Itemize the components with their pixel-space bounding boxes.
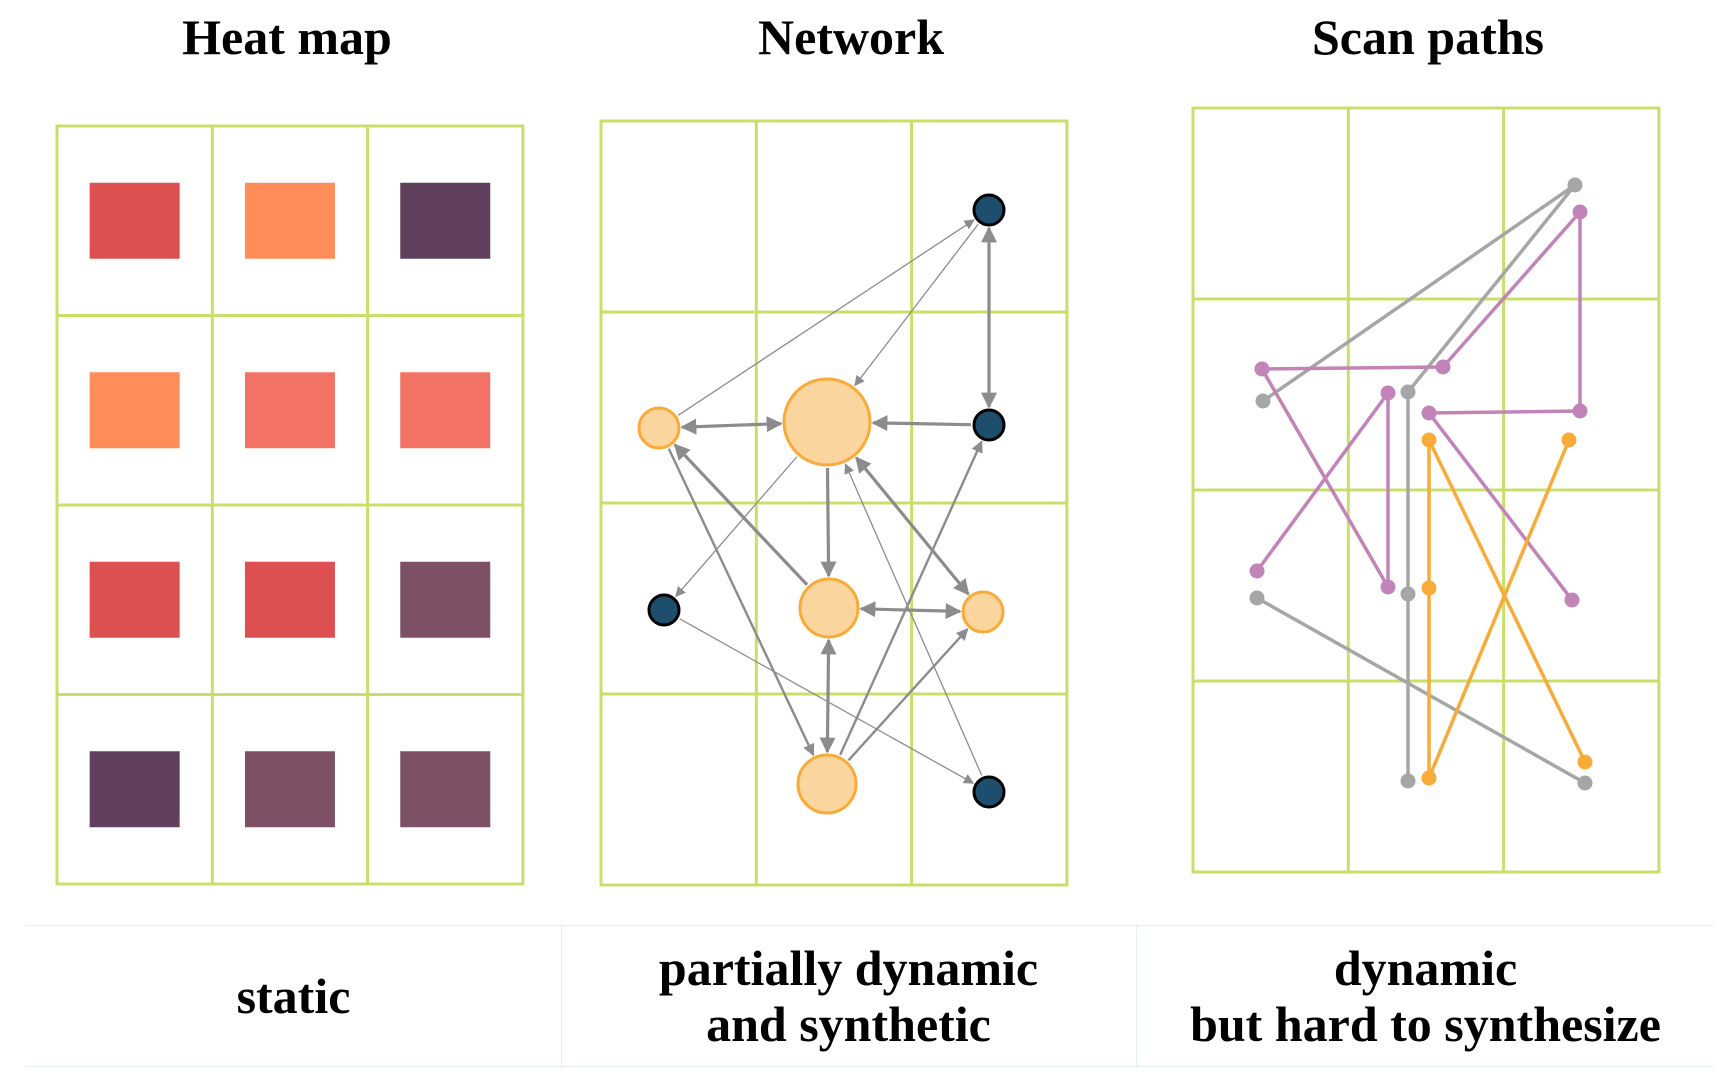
network-edge [677, 219, 975, 416]
heatmap-cell [244, 372, 335, 449]
scanpath-purple [1427, 212, 1582, 602]
scanpaths-caption: dynamic but hard to synthesize [1137, 926, 1714, 1066]
scanpath-purple-fixation [1572, 403, 1588, 419]
network-node-small [647, 593, 681, 627]
network-edge [854, 456, 970, 596]
network-edge [847, 628, 969, 762]
network-edge [839, 440, 983, 756]
scanpath-gray-fixation [1577, 775, 1593, 791]
scanpath-purple-fixation [1421, 405, 1437, 421]
scanpath-purple-fixation [1249, 563, 1265, 579]
network-node-large [782, 377, 872, 467]
caption-row: static partially dynamic and synthetic d… [26, 925, 1714, 1067]
scanpath-purple-fixation [1564, 592, 1580, 608]
scanpaths-caption-line1: dynamic [1333, 940, 1518, 996]
network-title: Network [757, 9, 945, 65]
scanpath-orange-fixation [1577, 754, 1593, 770]
scanpath-gray [1256, 596, 1586, 785]
network-node-large [961, 590, 1005, 634]
scanpath-gray-fixation [1400, 773, 1416, 789]
network-node-small [972, 408, 1006, 442]
network-edge [859, 601, 962, 620]
network-edge [675, 456, 798, 598]
network-edge [871, 415, 972, 432]
network-edge [673, 443, 809, 586]
scanpath-orange-fixation [1561, 432, 1577, 448]
network-edge [819, 638, 837, 754]
heatmap-caption-text: static [236, 968, 351, 1024]
scanpath-purple-fixation [1572, 204, 1588, 220]
network-caption: partially dynamic and synthetic [562, 926, 1135, 1066]
caption-divider [1136, 926, 1137, 1066]
scanpath-orange [1427, 439, 1587, 763]
heatmap-panel [55, 124, 525, 886]
heatmap-cell [400, 372, 491, 449]
scanpath-purple-fixation [1380, 385, 1396, 401]
network-node-large [798, 577, 860, 639]
scanpaths-title: Scan paths [1311, 9, 1545, 65]
network-edge [679, 618, 975, 784]
network-node-small [972, 775, 1006, 809]
scanpath-gray-fixation [1255, 393, 1271, 409]
heatmap-cell [89, 372, 180, 449]
scanpath-gray-fixation [1567, 177, 1583, 193]
heatmap-caption: static [26, 926, 561, 1066]
scanpath-gray-fixation [1400, 384, 1416, 400]
scanpath-purple-fixation [1435, 359, 1451, 375]
heatmap-cell [89, 751, 180, 828]
network-edge [820, 467, 837, 578]
scanpath-orange-fixation [1421, 432, 1437, 448]
network-edge [680, 416, 783, 435]
network-edge [844, 463, 983, 776]
scanpath-orange-fixation [1421, 770, 1437, 786]
scanpath-orange-fixation [1421, 580, 1437, 596]
caption-divider [561, 926, 562, 1066]
network-caption-line1: partially dynamic [658, 940, 1039, 996]
network-edges [667, 219, 997, 784]
scanpath-gray [1262, 183, 1577, 781]
network-caption-line2: and synthetic [706, 996, 991, 1052]
scanpath-gray-fixation [1249, 590, 1265, 606]
network-edge [854, 223, 979, 387]
heatmap-cell [400, 561, 491, 638]
scanpath-gray-fixation [1400, 586, 1416, 602]
heatmap-cell [400, 182, 491, 259]
scanpaths-panel [1191, 106, 1661, 874]
scanpaths-caption-line2: but hard to synthesize [1190, 996, 1661, 1052]
heatmap-cell [400, 751, 491, 828]
network-node-large [796, 753, 858, 815]
heatmap-cell [244, 561, 335, 638]
scanpath-purple [1255, 368, 1390, 589]
diagram-panels [55, 106, 1661, 887]
network-node-small [972, 193, 1006, 227]
heatmap-cell [89, 182, 180, 259]
network-panel [599, 119, 1069, 887]
network-node-large [637, 406, 681, 450]
heatmap-cell [244, 182, 335, 259]
heatmap-cell [244, 751, 335, 828]
heatmap-cell [89, 561, 180, 638]
network-edge [667, 448, 815, 757]
scanpath-purple-fixation [1380, 579, 1396, 595]
heatmap-title: Heat map [182, 9, 392, 65]
scanpath-purple-fixation [1254, 361, 1270, 377]
